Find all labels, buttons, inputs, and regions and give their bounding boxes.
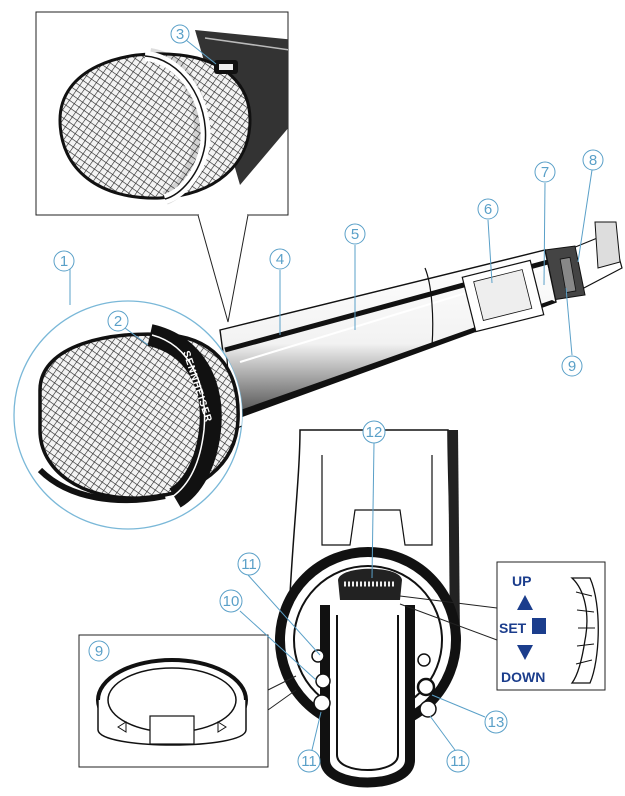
callout-7: 7 — [541, 164, 549, 181]
callout-1: 1 — [60, 253, 68, 270]
callout-8: 8 — [589, 152, 597, 169]
inset-pointer — [197, 214, 249, 323]
callout-3: 3 — [176, 26, 184, 43]
callout-9-main: 9 — [568, 358, 576, 375]
callout-13: 13 — [488, 714, 505, 731]
up-arrow-icon — [517, 595, 533, 610]
callout-3-circle — [170, 24, 190, 44]
callout-12: 12 — [366, 424, 383, 441]
down-arrow-icon — [517, 645, 533, 660]
callout-6: 6 — [484, 201, 492, 218]
callout-4: 4 — [276, 251, 284, 268]
callout-10: 10 — [223, 593, 240, 610]
capsule-detail-inset: 3 — [35, 11, 289, 216]
callout-11-bottom-right: 11 — [450, 753, 466, 770]
selector-up-label: UP — [512, 573, 531, 589]
selector-down-label: DOWN — [501, 669, 545, 685]
selector-detail-inset: UP SET DOWN — [496, 561, 606, 691]
control-panel-view — [275, 429, 461, 788]
callout-leaders — [69, 169, 593, 751]
callout-markers: 1 2 4 5 6 7 8 9 9 12 11 10 11 11 13 — [53, 149, 604, 773]
selector-set-label: SET — [499, 620, 527, 636]
callout-5: 5 — [351, 226, 359, 243]
callout-11-top: 11 — [241, 556, 257, 573]
set-square-icon — [532, 618, 546, 634]
callout-9-ring: 9 — [95, 643, 103, 660]
ring-detail-inset — [78, 634, 269, 768]
callout-2: 2 — [114, 313, 122, 330]
capsule-magnified-circle: SENNHEISER — [13, 300, 243, 530]
callout-11-bottom-left: 11 — [301, 753, 317, 770]
